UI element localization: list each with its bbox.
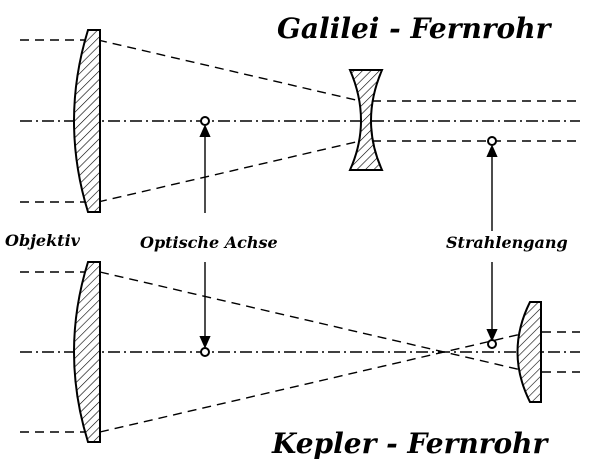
kepler-title: Kepler - Fernrohr <box>271 427 549 460</box>
galilei-converging-ray-top <box>97 39 361 102</box>
galilei-axis-marker <box>200 116 210 126</box>
galilei-objective-lens <box>73 29 101 213</box>
kepler-eyepiece-lens <box>516 301 542 403</box>
objective-label: Objektiv <box>5 231 81 250</box>
galilei-beam-marker <box>487 136 497 146</box>
galilei-converging-ray-bottom <box>97 140 361 203</box>
kepler-beam-marker <box>487 339 497 349</box>
kepler-axis-marker <box>200 347 210 357</box>
kepler-crossing-ray-top <box>99 271 531 373</box>
galilei-section: Galilei - Fernrohr <box>20 12 580 213</box>
labels: Objektiv Optische Achse Strahlengang <box>5 124 568 349</box>
kepler-objective-lens <box>73 261 101 443</box>
galilei-eyepiece-lens <box>348 69 384 171</box>
kepler-section: Kepler - Fernrohr <box>20 261 580 460</box>
galilei-title: Galilei - Fernrohr <box>277 12 553 45</box>
optical-axis-label: Optische Achse <box>140 233 278 252</box>
kepler-crossing-ray-bottom <box>99 331 531 433</box>
beam-path-label: Strahlengang <box>446 233 568 252</box>
